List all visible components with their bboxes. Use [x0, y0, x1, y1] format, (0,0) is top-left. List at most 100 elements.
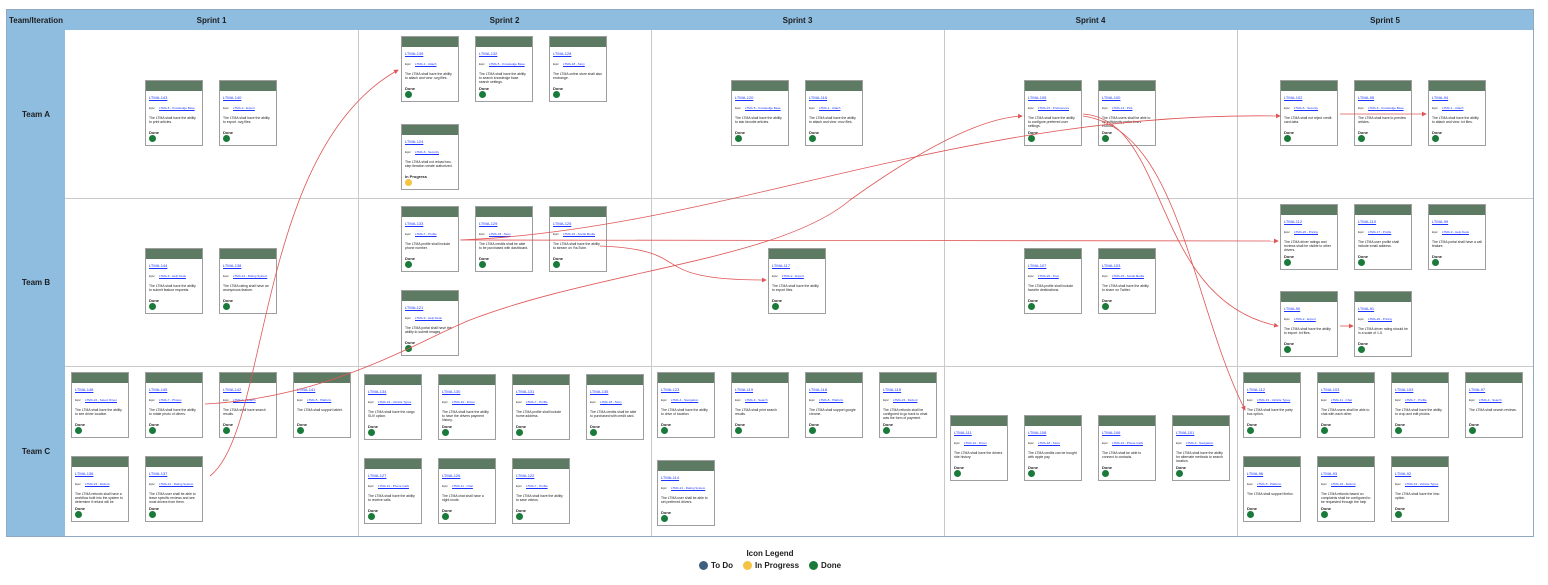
story-id-link[interactable]: LTMA-103 — [1102, 263, 1155, 268]
epic-link[interactable]: LTMA-19 - Vehicle Types — [1257, 398, 1290, 402]
epic-link[interactable]: LTMA-23 - Refund — [1331, 482, 1355, 486]
epic-link[interactable]: LTMA-9 - Help Desk — [415, 316, 442, 320]
epic-link[interactable]: LTMA-6 - Security — [415, 150, 439, 154]
story-id-link[interactable]: LTMA-125 — [553, 221, 606, 226]
epic-link[interactable]: LTMA-7 - Profile — [415, 232, 437, 236]
story-card[interactable]: LTMA-135EpicLTMA-18 - StoryThe LTMA cred… — [586, 374, 644, 440]
epic-link[interactable]: LTMA-14 - Pick — [1112, 106, 1132, 110]
story-id-link[interactable]: LTMA-97 — [1469, 387, 1522, 392]
story-card[interactable]: LTMA-99EpicLTMA-9 - Help DeskThe LTMA po… — [1428, 204, 1486, 270]
epic-link[interactable]: LTMA-21 - Rating System — [159, 482, 193, 486]
epic-link[interactable]: LTMA-5 - Knowledge Base — [1368, 106, 1404, 110]
epic-link[interactable]: LTMA-20 - Pricing — [1294, 230, 1318, 234]
epic-link[interactable]: LTMA-2 - Export — [1294, 317, 1316, 321]
story-id-link[interactable]: LTMA-111 — [954, 430, 1007, 435]
story-id-link[interactable]: LTMA-106 — [1102, 430, 1155, 435]
story-card[interactable]: LTMA-94EpicLTMA-1 - AttachThe LTMA shall… — [1428, 80, 1486, 146]
story-id-link[interactable]: LTMA-100 — [1102, 95, 1155, 100]
epic-link[interactable]: LTMA-5 - Knowledge Base — [489, 62, 525, 66]
epic-link[interactable]: LTMA-1 - Attach — [819, 106, 840, 110]
epic-link[interactable]: LTMA-5 - Knowledge Base — [745, 106, 781, 110]
story-card[interactable]: LTMA-105EpicLTMA-15 - PreferencesThe LTM… — [1024, 80, 1082, 146]
story-card[interactable]: LTMA-136EpicLTMA-23 - RefundThe LTMA ref… — [71, 456, 129, 522]
story-card[interactable]: LTMA-112EpicLTMA-20 - PricingThe LTMA dr… — [1280, 204, 1338, 270]
story-card[interactable]: LTMA-138EpicLTMA-21 - Rating SystemThe L… — [219, 248, 277, 314]
story-id-link[interactable]: LTMA-148 — [75, 387, 128, 392]
epic-link[interactable]: LTMA-15 - Preferences — [1038, 106, 1069, 110]
epic-link[interactable]: LTMA-8 - Platform — [819, 398, 843, 402]
story-card[interactable]: LTMA-97EpicLTMA-3 - SearchThe LTMA shall… — [1465, 372, 1523, 438]
epic-link[interactable]: LTMA-16 - Social Media — [563, 232, 595, 236]
story-id-link[interactable]: LTMA-130 — [442, 389, 495, 394]
story-id-link[interactable]: LTMA-91 — [1358, 306, 1411, 311]
story-id-link[interactable]: LTMA-116 — [809, 95, 862, 100]
story-id-link[interactable]: LTMA-133 — [405, 221, 458, 226]
story-id-link[interactable]: LTMA-92 — [1395, 471, 1448, 476]
story-id-link[interactable]: LTMA-134 — [368, 389, 421, 394]
epic-link[interactable]: LTMA-2 - Export — [782, 274, 804, 278]
story-card[interactable]: LTMA-139EpicLTMA-1 - AttachThe LTMA shal… — [401, 36, 459, 102]
story-card[interactable]: LTMA-92EpicLTMA-19 - Vehicle TypesThe LT… — [1391, 456, 1449, 522]
story-id-link[interactable]: LTMA-118 — [809, 387, 862, 392]
story-id-link[interactable]: LTMA-96 — [1247, 471, 1300, 476]
story-id-link[interactable]: LTMA-93 — [1321, 471, 1374, 476]
story-card[interactable]: LTMA-114EpicLTMA-21 - Rating SystemThe L… — [657, 460, 715, 526]
story-card[interactable]: LTMA-141EpicLTMA-5 - PlatformThe LTMA sh… — [293, 372, 351, 438]
story-id-link[interactable]: LTMA-103 — [1321, 387, 1374, 392]
epic-link[interactable]: LTMA-10 - Driver — [452, 400, 475, 404]
story-card[interactable]: LTMA-148EpicLTMA-22 - Select DriverThe L… — [71, 372, 129, 438]
story-id-link[interactable]: LTMA-128 — [553, 51, 606, 56]
epic-link[interactable]: LTMA-4 - Navigation — [1186, 441, 1213, 445]
story-card[interactable]: LTMA-100EpicLTMA-14 - PickThe LTMA users… — [1098, 80, 1156, 146]
epic-link[interactable]: LTMA-20 - Pricing — [1368, 317, 1392, 321]
story-id-link[interactable]: LTMA-110 — [1358, 219, 1411, 224]
story-card[interactable]: LTMA-106EpicLTMA-12 - Phone CallsThe LTM… — [1098, 415, 1156, 481]
story-id-link[interactable]: LTMA-117 — [772, 263, 825, 268]
epic-link[interactable]: LTMA-21 - Rating System — [233, 274, 267, 278]
epic-link[interactable]: LTMA-18 - Story — [563, 62, 585, 66]
story-id-link[interactable]: LTMA-90 — [1284, 306, 1337, 311]
story-id-link[interactable]: LTMA-139 — [405, 51, 458, 56]
story-id-link[interactable]: LTMA-129 — [479, 221, 532, 226]
story-card[interactable]: LTMA-102EpicLTMA-6 - SecurityThe LTMA sh… — [1280, 80, 1338, 146]
story-card[interactable]: LTMA-118EpicLTMA-8 - PlatformThe LTMA sh… — [805, 372, 863, 438]
story-card[interactable]: LTMA-120EpicLTMA-5 - Knowledge BaseThe L… — [731, 80, 789, 146]
epic-link[interactable]: LTMA-7 - Photos — [159, 398, 181, 402]
story-id-link[interactable]: LTMA-142 — [223, 387, 276, 392]
epic-link[interactable]: LTMA-22 - Select Driver — [85, 398, 117, 402]
epic-link[interactable]: LTMA-19 - Vehicle Types — [1405, 482, 1438, 486]
story-card[interactable]: LTMA-117EpicLTMA-2 - ExportThe LTMA shal… — [768, 248, 826, 314]
epic-link[interactable]: LTMA-7 - Profile — [526, 400, 548, 404]
epic-link[interactable]: LTMA-16 - Social Media — [1112, 274, 1144, 278]
story-card[interactable]: LTMA-91EpicLTMA-20 - PricingThe LTMA dri… — [1354, 291, 1412, 357]
story-id-link[interactable]: LTMA-122 — [516, 473, 569, 478]
epic-link[interactable]: LTMA-7 - Profile — [526, 484, 548, 488]
story-card[interactable]: LTMA-142EpicLTMA-3 - SearchThe LTMA shal… — [219, 372, 277, 438]
story-id-link[interactable]: LTMA-105 — [1028, 95, 1081, 100]
story-card[interactable]: LTMA-116EpicLTMA-1 - AttachThe LTMA shal… — [805, 80, 863, 146]
story-id-link[interactable]: LTMA-131 — [516, 389, 569, 394]
epic-link[interactable]: LTMA-18 - Store — [1038, 441, 1060, 445]
story-id-link[interactable]: LTMA-135 — [590, 389, 643, 394]
epic-link[interactable]: LTMA-3 - Search — [745, 398, 768, 402]
story-card[interactable]: LTMA-137EpicLTMA-21 - Rating SystemThe L… — [145, 456, 203, 522]
story-id-link[interactable]: LTMA-107 — [1028, 263, 1081, 268]
story-id-link[interactable]: LTMA-123 — [661, 387, 714, 392]
epic-link[interactable]: LTMA-10 - Driver — [964, 441, 987, 445]
epic-link[interactable]: LTMA-4 - Navigation — [671, 398, 698, 402]
epic-link[interactable]: LTMA-12 - Phone Calls — [378, 484, 409, 488]
story-card[interactable]: LTMA-125EpicLTMA-16 - Social MediaThe LT… — [549, 206, 607, 272]
story-card[interactable]: LTMA-133EpicLTMA-7 - ProfileThe LTMA pro… — [401, 206, 459, 272]
story-card[interactable]: LTMA-107EpicLTMA-20 - PostThe LTMA profi… — [1024, 248, 1082, 314]
story-card[interactable]: LTMA-144EpicLTMA-9 - Help DeskThe LTMA s… — [145, 248, 203, 314]
epic-link[interactable]: LTMA-21 - Rating System — [671, 486, 705, 490]
epic-link[interactable]: LTMA-7 - Profile — [1405, 398, 1427, 402]
story-id-link[interactable]: LTMA-99 — [1432, 219, 1485, 224]
story-id-link[interactable]: LTMA-94 — [1432, 95, 1485, 100]
epic-link[interactable]: LTMA-2 - Export — [233, 106, 255, 110]
story-id-link[interactable]: LTMA-144 — [149, 263, 202, 268]
story-card[interactable]: LTMA-108EpicLTMA-18 - StoreThe LTMA cred… — [1024, 415, 1082, 481]
story-card[interactable]: LTMA-134EpicLTMA-19 - Vehicle TypesThe L… — [364, 374, 422, 440]
story-id-link[interactable]: LTMA-143 — [149, 95, 202, 100]
story-card[interactable]: LTMA-103EpicLTMA-16 - Social MediaThe LT… — [1098, 248, 1156, 314]
